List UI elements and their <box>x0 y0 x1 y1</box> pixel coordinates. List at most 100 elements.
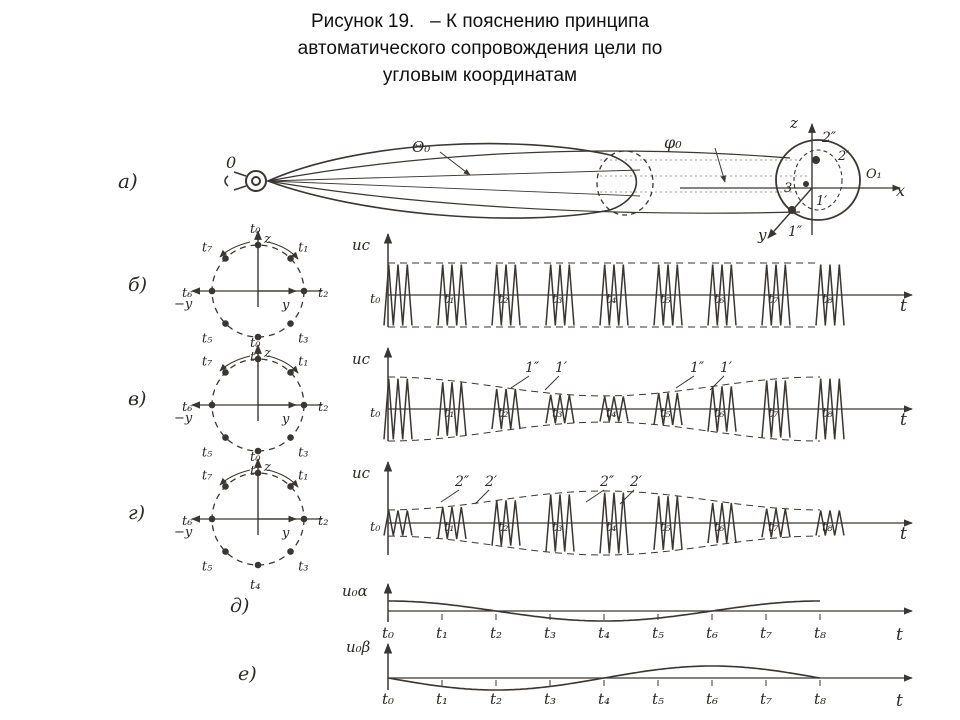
pulse-burst <box>545 494 575 552</box>
panel-a: а) 0 Θ₀ φ <box>118 114 905 244</box>
rotation-point <box>208 515 216 523</box>
annotation-label-d: 2′ <box>629 474 643 490</box>
rotation-time-label: t₁ <box>298 355 308 370</box>
time-label: t₀ <box>382 624 394 642</box>
signal-time-label: t₈ <box>822 292 833 307</box>
point-2d-label: 2′ <box>837 149 849 164</box>
pulse-burst <box>383 378 413 440</box>
z-label: z <box>263 460 271 475</box>
signal-rows: б)t₀t₁t₂t₃t₄t₅t₆t₇zy−yuctt₀t₁t₂t₃t₄t₅t₆t… <box>128 222 913 593</box>
rotation-point <box>208 287 216 295</box>
rotation-point <box>222 320 229 327</box>
pulse-burst <box>761 264 791 326</box>
pulse-burst <box>815 378 845 440</box>
rotation-time-label: t₆ <box>182 400 192 415</box>
pulse-burst <box>545 264 575 326</box>
rotation-point <box>222 255 229 262</box>
rotation-point <box>287 483 294 490</box>
rotation-point <box>254 469 262 477</box>
annotation-label-dd: 1″ <box>690 360 705 376</box>
t-axis-label: t <box>900 410 907 430</box>
panel-a-label: а) <box>118 169 138 193</box>
time-label: t₄ <box>598 624 610 642</box>
pulse-burst <box>761 380 791 438</box>
z-label: z <box>263 232 271 247</box>
pulse-burst <box>653 392 683 426</box>
neg-y-label: −y <box>174 411 193 426</box>
time-label: t₂ <box>490 690 502 708</box>
row-label: г) <box>128 502 145 524</box>
signal-time-label: t₄ <box>606 406 616 421</box>
annotation-label-d: 2′ <box>484 474 498 490</box>
rotation-time-label: t₂ <box>318 400 328 415</box>
point-1d-label: 1′ <box>816 194 827 209</box>
t-axis-label: t <box>900 296 907 316</box>
panel-e-wave <box>387 665 821 691</box>
panel-d-label: д) <box>230 595 249 617</box>
axes-a <box>680 123 901 239</box>
signal-time-label: t₆ <box>714 292 724 307</box>
envelope-annotation: 2″2′ <box>585 474 643 505</box>
caption-line-2: автоматического сопровождения цели по <box>297 38 663 59</box>
rotation-time-label: t₅ <box>202 445 213 460</box>
rotation-time-label: t₄ <box>250 578 260 593</box>
rotation-time-label: t₆ <box>182 514 192 529</box>
upper-envelope <box>387 490 821 511</box>
rotation-point <box>300 515 308 523</box>
time-label: t₈ <box>814 690 826 708</box>
rotation-time-label: t₃ <box>298 445 308 460</box>
time-label: t₇ <box>760 624 772 642</box>
phi-label: φ₀ <box>664 133 682 152</box>
rotation-point <box>222 483 229 490</box>
panel-e-label: е) <box>238 663 257 685</box>
y-label: y <box>281 526 290 541</box>
pulse-burst <box>707 386 737 432</box>
rotation-time-label: t₃ <box>298 331 308 346</box>
signal-time-label: t₃ <box>552 406 562 421</box>
time-label: t₃ <box>544 690 556 708</box>
rotation-time-label: t₃ <box>298 559 308 574</box>
rotation-time-label: t₁ <box>298 469 308 484</box>
rotation-time-label: t₂ <box>318 286 328 301</box>
row-2: в)t₀t₁t₂t₃t₄t₅t₆t₇zy−yuctt₀t₁t₂t₃t₄t₅t₆t… <box>128 336 913 479</box>
neg-y-label: −y <box>174 525 193 540</box>
annotation-label-dd: 2″ <box>454 474 470 490</box>
time-label: t₇ <box>760 690 772 708</box>
rotation-time-label: t₀ <box>250 450 261 465</box>
neg-y-label: −y <box>174 297 193 312</box>
pulse-burst <box>437 506 467 540</box>
y-label: y <box>281 412 290 427</box>
z-label: z <box>263 346 271 361</box>
rotation-time-label: t₂ <box>318 514 328 529</box>
time-label: t₈ <box>814 624 826 642</box>
z-axis-label: z <box>789 114 798 132</box>
pulse-burst <box>653 264 683 326</box>
time-label: t₆ <box>706 690 718 708</box>
pulse-burst <box>437 382 467 436</box>
rotation-time-label: t₁ <box>298 241 308 256</box>
panel-d-t-label: t <box>896 625 903 645</box>
signal-time-label: t₂ <box>498 520 508 535</box>
signal-time-label: t₀ <box>370 292 381 307</box>
rotation-point <box>254 333 262 341</box>
upper-envelope <box>387 376 821 397</box>
pulse-burst <box>437 264 467 326</box>
pulse-burst <box>761 508 791 538</box>
time-label: t₃ <box>544 624 556 642</box>
signal-time-label: t₇ <box>768 406 779 421</box>
envelope-annotation: 2″ 2′ <box>440 474 498 505</box>
o1-label: O₁ <box>866 167 882 182</box>
signal-time-label: t₄ <box>606 520 616 535</box>
signal-time-label: t₈ <box>822 520 833 535</box>
uc-label: uc <box>352 350 371 368</box>
signal-time-label: t₈ <box>822 406 833 421</box>
point-3-label: 3 <box>784 181 792 196</box>
point-2dd-label: 2″ <box>821 130 837 146</box>
signal-time-label: t₀ <box>370 520 381 535</box>
time-label: t₄ <box>598 690 610 708</box>
antenna-icon <box>224 170 267 192</box>
lower-envelope <box>387 421 821 442</box>
pulse-burst <box>491 500 521 546</box>
